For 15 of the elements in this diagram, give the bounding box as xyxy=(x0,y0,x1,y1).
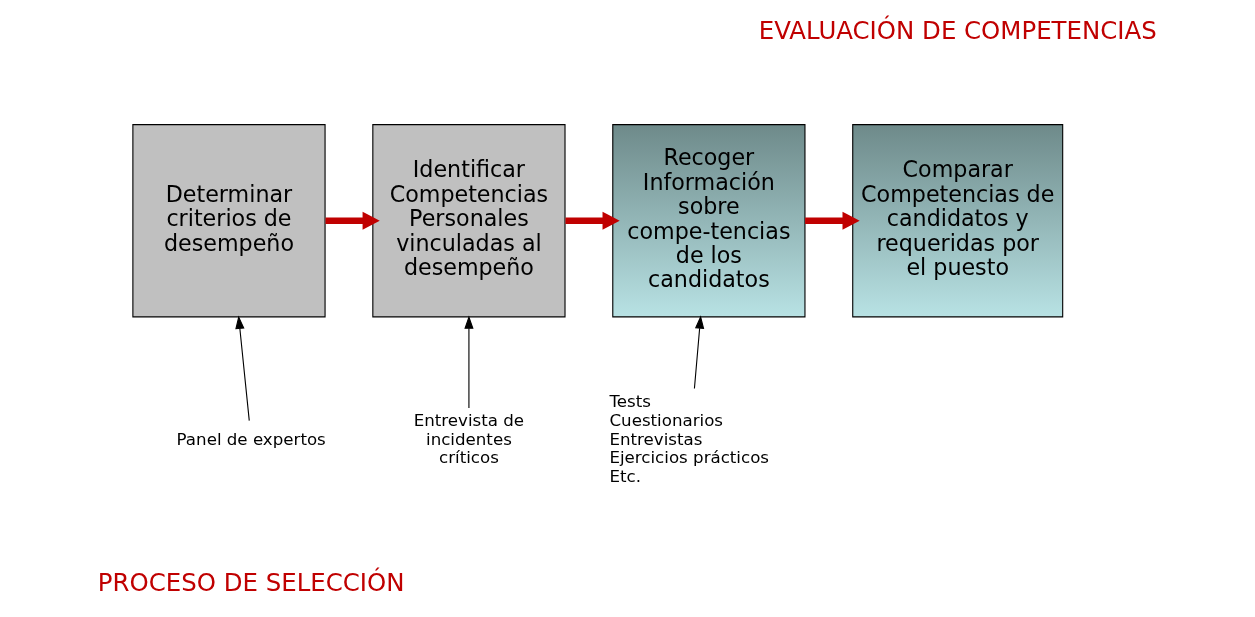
arrow xyxy=(565,211,620,230)
node-text: Panel de expertos xyxy=(176,429,326,449)
node-box: Recoger Información sobre compe-tencias de los candidatos xyxy=(612,124,806,318)
node-text: Tests Cuestionarios Entrevistas Ejercicios prácticos Etc. xyxy=(609,391,770,487)
arrow xyxy=(325,211,380,230)
arrow xyxy=(805,211,860,230)
arrow xyxy=(464,315,474,409)
arrow xyxy=(235,315,250,422)
node-text: Entrevista de incidentes críticos xyxy=(413,410,525,468)
arrow xyxy=(693,315,705,390)
label: PROCESO DE SELECCIÓN xyxy=(97,567,405,597)
node-box: Determinar criterios de desempeño xyxy=(132,124,326,318)
node-box: Identificar Competencias Personales vinculadas al desempeño xyxy=(372,124,566,318)
label: EVALUACIÓN DE COMPETENCIAS xyxy=(758,15,1157,45)
node-box: Comparar Competencias de candidatos y requeridas por el puesto xyxy=(852,124,1064,318)
